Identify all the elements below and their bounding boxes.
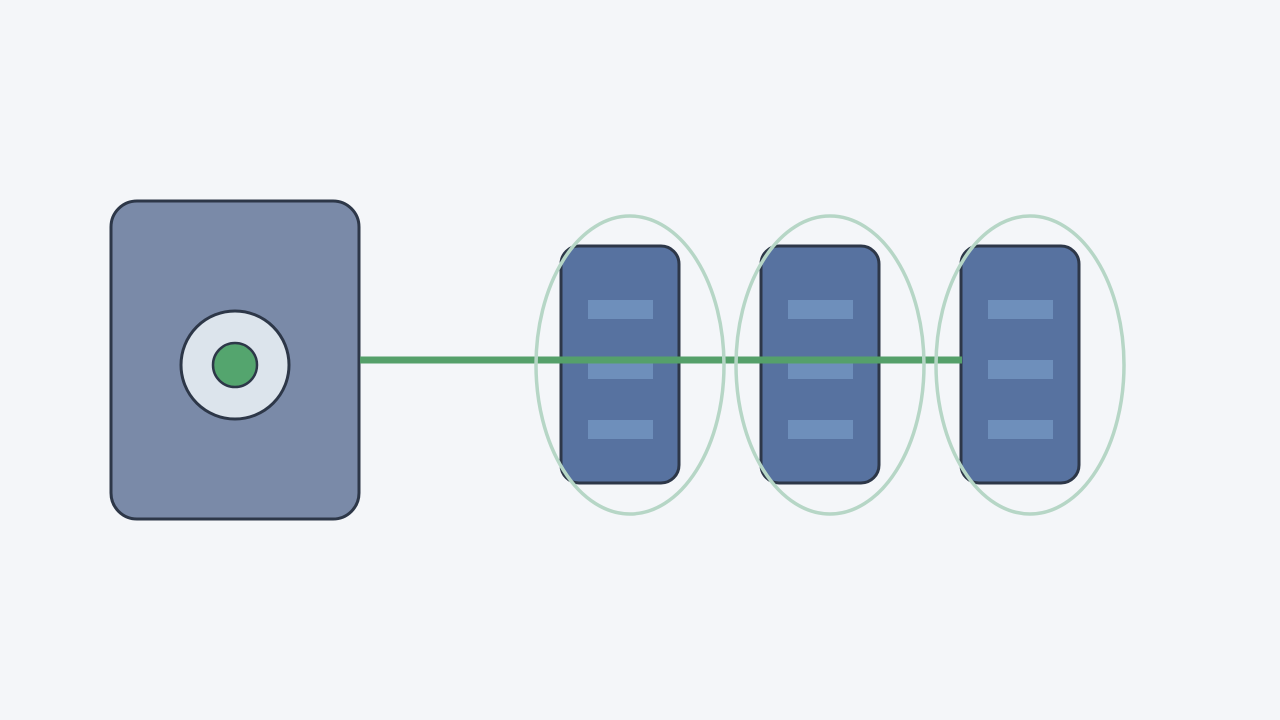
module-slot (988, 360, 1053, 379)
module-slot (788, 300, 853, 319)
source-device (109, 199, 361, 521)
module-3 (959, 244, 1081, 485)
module-slot (588, 300, 653, 319)
module-slot (988, 420, 1053, 439)
module-slot (788, 360, 853, 379)
source-lens-inner (211, 341, 259, 389)
module-slot (588, 420, 653, 439)
module-halo (934, 214, 1126, 516)
module-slot (988, 300, 1053, 319)
module-slot (788, 420, 853, 439)
module-halo (734, 214, 926, 516)
module-halo (534, 214, 726, 516)
module-slot (588, 360, 653, 379)
module-1 (559, 244, 681, 485)
module-2 (759, 244, 881, 485)
